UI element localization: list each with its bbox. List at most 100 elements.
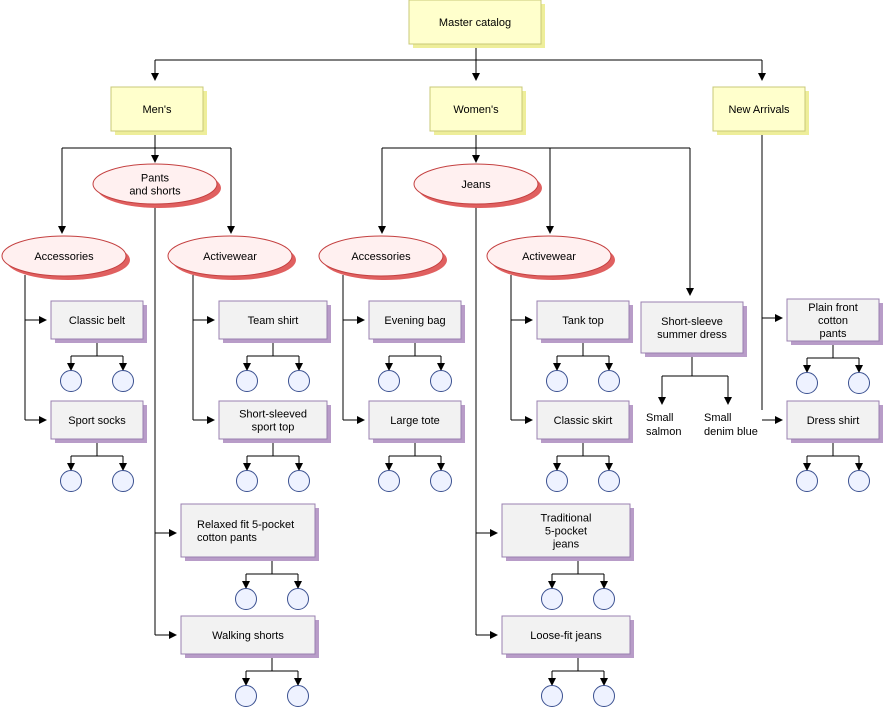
plain-front-cotton-pants-product-label: Plain front [808, 302, 858, 314]
box-body [368, 300, 462, 340]
box-body [180, 503, 316, 558]
short-sleeve-summer-dress-product-label: summer dress [657, 329, 727, 341]
sport-socks-product[interactable]: Sport socks [50, 400, 147, 443]
team-shirt-item-2[interactable] [288, 370, 310, 392]
short-sleeved-sport-top-item-1[interactable] [236, 470, 258, 492]
womens-catalog-node[interactable]: Women's [429, 86, 526, 135]
box-body [786, 400, 880, 440]
walking-shorts-item-2[interactable] [287, 685, 309, 707]
plain-front-cotton-pants-item-2[interactable] [848, 372, 870, 394]
evening-bag-product-label: Evening bag [384, 315, 445, 327]
womens-activewear-category[interactable]: Activewear [486, 235, 615, 280]
connector-lines [24, 44, 863, 686]
womens-activewear-category-label: Activewear [522, 251, 576, 263]
womens-jeans-category[interactable]: Jeans [413, 163, 542, 208]
team-shirt-product[interactable]: Team shirt [218, 300, 331, 343]
classic-skirt-product[interactable]: Classic skirt [536, 400, 633, 443]
loose-fit-jeans-item-2[interactable] [593, 685, 615, 707]
walking-shorts-item-1[interactable] [235, 685, 257, 707]
relaxed-fit-cotton-pants-product-label: Relaxed fit 5-pocket [197, 519, 294, 531]
walking-shorts-product[interactable]: Walking shorts [180, 615, 319, 658]
sport-socks-item-2[interactable] [112, 470, 134, 492]
box-body [712, 86, 806, 132]
classic-belt-item-2[interactable] [112, 370, 134, 392]
short-sleeved-sport-top-item-2[interactable] [288, 470, 310, 492]
classic-skirt-item-2[interactable] [598, 470, 620, 492]
womens-accessories-category[interactable]: Accessories [318, 235, 447, 280]
dress-shirt-item-2[interactable] [848, 470, 870, 492]
tank-top-item-1[interactable] [546, 370, 568, 392]
master-catalog-node-label: Master catalog [439, 17, 511, 29]
master-catalog-node[interactable]: Master catalog [408, 0, 545, 48]
box-body [408, 0, 542, 45]
mens-accessories-category[interactable]: Accessories [1, 235, 130, 280]
sport-socks-product-label: Sport socks [68, 415, 126, 427]
loose-fit-jeans-item-1[interactable] [541, 685, 563, 707]
plain-front-cotton-pants-product-label: cotton [818, 315, 848, 327]
mens-accessories-category-label: Accessories [34, 251, 94, 263]
womens-accessories-category-label: Accessories [351, 251, 411, 263]
loose-fit-jeans-product[interactable]: Loose-fit jeans [501, 615, 634, 658]
plain-front-cotton-pants-product-label: pants [820, 328, 847, 340]
team-shirt-item-1[interactable] [236, 370, 258, 392]
evening-bag-product[interactable]: Evening bag [368, 300, 465, 343]
classic-belt-product[interactable]: Classic belt [50, 300, 147, 343]
classic-skirt-item-1[interactable] [546, 470, 568, 492]
large-tote-item-1[interactable] [378, 470, 400, 492]
womens-catalog-node-label: Women's [453, 104, 499, 116]
relaxed-fit-cotton-pants-item-2[interactable] [287, 588, 309, 610]
traditional-5-pocket-jeans-item-1[interactable] [541, 588, 563, 610]
traditional-5-pocket-jeans-item-2[interactable] [593, 588, 615, 610]
plain-front-cotton-pants-item-1[interactable] [796, 372, 818, 394]
dress-variant-small-denim-blue-label: Small [704, 412, 732, 424]
tank-top-item-2[interactable] [598, 370, 620, 392]
tank-top-product-label: Tank top [562, 315, 604, 327]
relaxed-fit-cotton-pants-product-label: cotton pants [197, 532, 257, 544]
large-tote-product[interactable]: Large tote [368, 400, 465, 443]
new-arrivals-catalog-node[interactable]: New Arrivals [712, 86, 809, 135]
box-body [501, 615, 631, 655]
dress-variant-small-salmon-label: Small [646, 412, 674, 424]
loose-fit-jeans-product-label: Loose-fit jeans [530, 630, 602, 642]
dress-variant-small-denim-blue-label: denim blue [704, 426, 758, 438]
evening-bag-item-2[interactable] [430, 370, 452, 392]
tank-top-product[interactable]: Tank top [536, 300, 633, 343]
box-body [501, 503, 631, 558]
mens-pants-and-shorts-category-label: Pants [141, 173, 170, 185]
box-body [368, 400, 462, 440]
ellipse-body [318, 235, 444, 277]
classic-belt-item-1[interactable] [60, 370, 82, 392]
box-body [110, 86, 204, 132]
ellipse-body [92, 163, 218, 205]
box-body [536, 300, 630, 340]
large-tote-item-2[interactable] [430, 470, 452, 492]
dress-shirt-item-1[interactable] [796, 470, 818, 492]
box-body [218, 300, 328, 340]
mens-catalog-node[interactable]: Men's [110, 86, 207, 135]
team-shirt-product-label: Team shirt [248, 315, 299, 327]
large-tote-product-label: Large tote [390, 415, 440, 427]
mens-activewear-category[interactable]: Activewear [167, 235, 296, 280]
box-body [50, 300, 144, 340]
ellipse-body [1, 235, 127, 277]
box-body [640, 301, 744, 354]
box-body [218, 400, 328, 440]
mens-activewear-category-label: Activewear [203, 251, 257, 263]
evening-bag-item-1[interactable] [378, 370, 400, 392]
classic-skirt-product-label: Classic skirt [554, 415, 613, 427]
short-sleeved-sport-top-product-label: sport top [252, 422, 295, 434]
box-body [429, 86, 523, 132]
dress-shirt-product[interactable]: Dress shirt [786, 400, 883, 443]
relaxed-fit-cotton-pants-item-1[interactable] [235, 588, 257, 610]
short-sleeve-summer-dress-product-label: Short-sleeve [661, 316, 723, 328]
classic-belt-product-label: Classic belt [69, 315, 125, 327]
sport-socks-item-1[interactable] [60, 470, 82, 492]
